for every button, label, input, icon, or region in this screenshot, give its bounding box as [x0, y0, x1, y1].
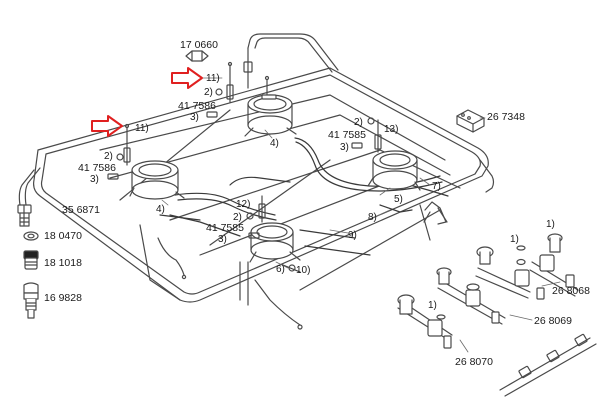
ignition-wire — [157, 237, 303, 330]
burner-rear — [244, 94, 297, 137]
callout-label: 12) — [236, 199, 251, 210]
part-number-label: 26 7348 — [487, 111, 525, 123]
part-number-label: 18 0470 — [44, 230, 82, 242]
leader-lines — [161, 77, 561, 353]
burner-left — [129, 160, 185, 200]
red-arrow-icon — [171, 67, 203, 89]
callout-label: 8) — [368, 212, 377, 223]
washer-icon — [116, 88, 375, 272]
part-number-label: 26 8068 — [552, 285, 590, 297]
callout-label: 4) — [156, 204, 165, 215]
callout-label: 2) — [204, 87, 213, 98]
callout-label: 3) — [90, 174, 99, 185]
callout-label: 7) — [432, 181, 441, 192]
nut-icon — [185, 50, 209, 62]
ignition-block — [456, 109, 485, 133]
frame — [18, 33, 495, 306]
part-number-label: 26 8069 — [534, 315, 572, 327]
callout-label: 3) — [218, 234, 227, 245]
callout-label: 10) — [296, 265, 311, 276]
part-number-label: 16 9828 — [44, 292, 82, 304]
part-number-label: 35 6871 — [62, 204, 100, 216]
callout-label: 11) — [135, 123, 149, 134]
igniter-rail — [499, 333, 597, 397]
callout-label: 2) — [233, 212, 242, 223]
red-arrow-icon — [91, 115, 123, 137]
part-number-label: 41 7585 — [328, 129, 366, 141]
callout-label: 5) — [394, 194, 403, 205]
burner-right — [367, 150, 421, 191]
callout-label: 1) — [428, 300, 437, 311]
callout-label: 4) — [270, 138, 279, 149]
spark-plug — [243, 47, 253, 89]
burner-front — [249, 222, 301, 263]
washer-icon — [23, 231, 39, 241]
washer-icon — [436, 245, 526, 320]
callout-label: 1) — [510, 234, 519, 245]
callout-label: 3) — [340, 142, 349, 153]
callout-label: 1) — [546, 219, 555, 230]
nut-icon — [23, 250, 39, 270]
callout-label: 2) — [104, 151, 113, 162]
injector-icon — [23, 282, 39, 319]
callout-label: 2) — [354, 117, 363, 128]
clip-icon — [107, 111, 363, 239]
part-number-label: 18 1018 — [44, 257, 82, 269]
part-number-label: 17 0660 — [180, 39, 218, 51]
part-number-label: 26 8070 — [455, 356, 493, 368]
gas-inlet-tube — [17, 204, 32, 227]
part-number-label: 41 7586 — [78, 162, 116, 174]
part-number-label: 41 7586 — [178, 100, 216, 112]
bracket — [423, 201, 448, 225]
part-number-label: 41 7585 — [206, 222, 244, 234]
thermocouple-icon — [123, 61, 382, 223]
callout-label: 3) — [190, 112, 199, 123]
valve-icon — [397, 233, 579, 349]
callout-label: 9) — [348, 230, 357, 241]
callout-label: 6) — [276, 264, 285, 275]
callout-label: 13) — [384, 124, 399, 135]
callout-label: 11) — [206, 73, 220, 84]
